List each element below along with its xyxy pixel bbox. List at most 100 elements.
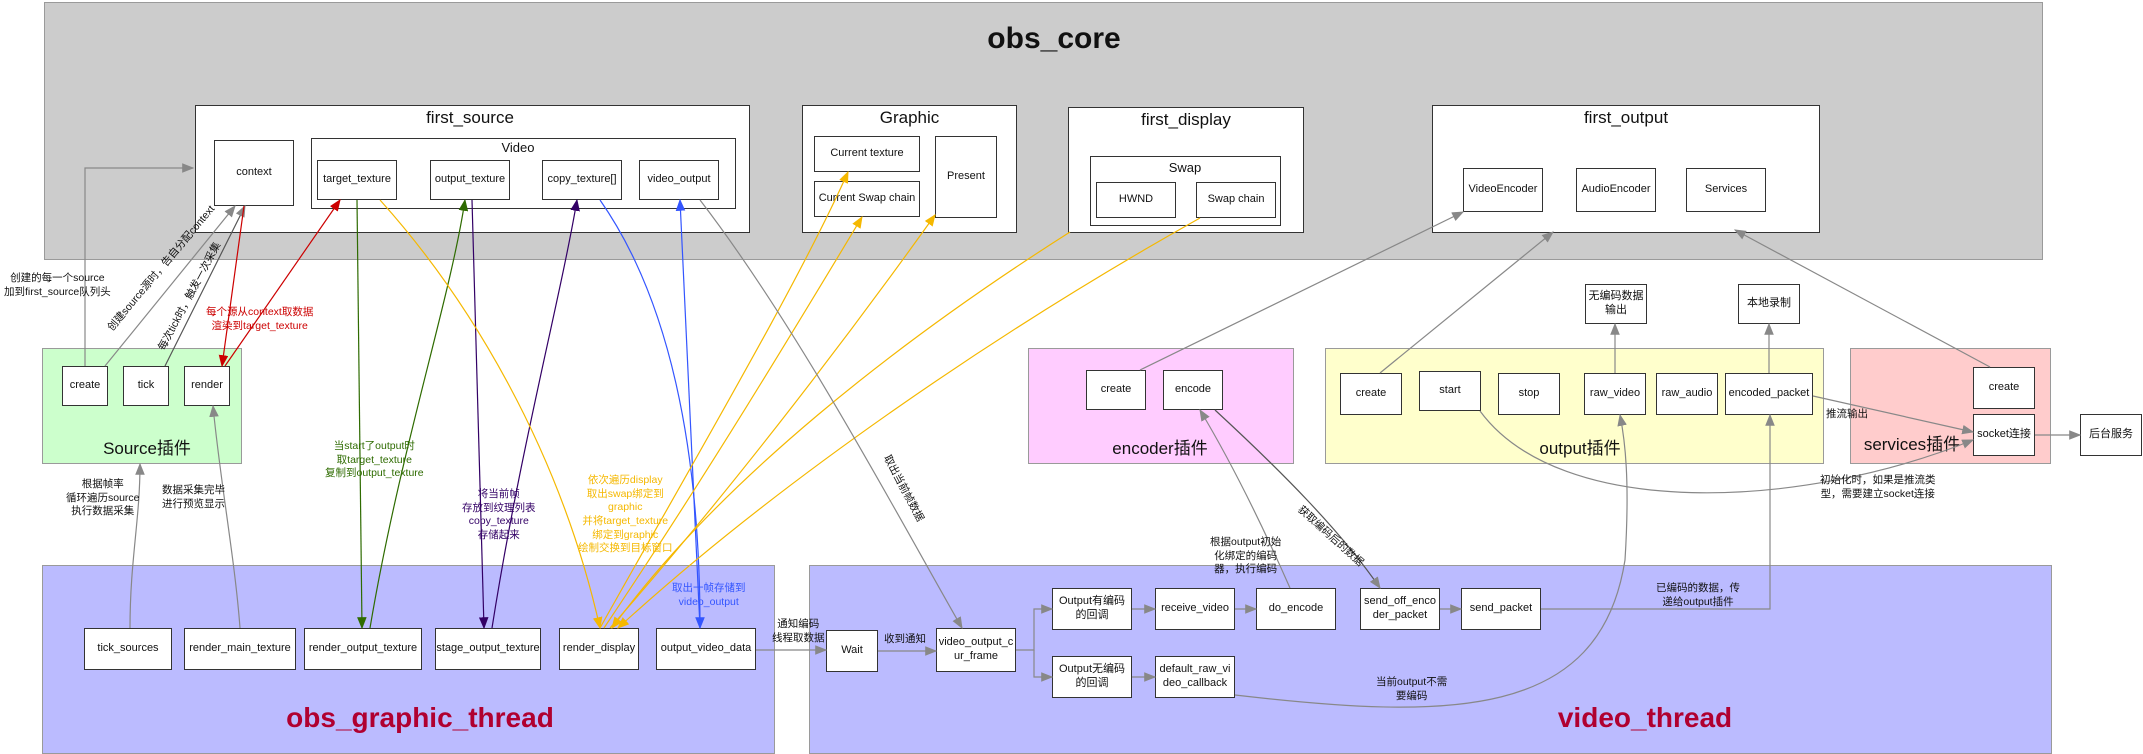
cur-frame-line1: video_output_c xyxy=(938,636,1014,649)
no-encode-callback-box[interactable]: Output无编码 的回调 xyxy=(1052,656,1132,698)
copy-texture-box[interactable]: copy_texture[] xyxy=(542,160,622,200)
label-take-store-1: 取出一帧存储到 xyxy=(672,582,746,594)
source-create-box[interactable]: create xyxy=(62,366,108,406)
hwnd-box[interactable]: HWND xyxy=(1096,182,1176,218)
send-off-encoder-packet-box[interactable]: send_off_enco der_packet xyxy=(1360,588,1440,630)
no-encode-output-line2: 输出 xyxy=(1605,304,1627,316)
label-pass-output-1: 已编码的数据，传 xyxy=(1656,582,1740,594)
label-pass-output: 已编码的数据，传 递给output插件 xyxy=(1656,582,1740,609)
services-create-box[interactable]: create xyxy=(1973,367,2035,409)
label-notify-encode: 通知编码 线程取数据 xyxy=(772,618,825,645)
encoder-encode-box[interactable]: encode xyxy=(1163,370,1223,410)
obs-core-title: obs_core xyxy=(987,22,1121,55)
services-plugin-title: services插件 xyxy=(1863,435,1961,454)
do-encode-box[interactable]: do_encode xyxy=(1256,588,1336,630)
video-encoder-box[interactable]: VideoEncoder xyxy=(1463,168,1543,212)
default-raw-line1: default_raw_vi xyxy=(1159,663,1231,676)
output-video-data-box[interactable]: output_video_data xyxy=(656,628,756,670)
video-output-cur-frame-box[interactable]: video_output_c ur_frame xyxy=(936,628,1016,672)
send-packet-box[interactable]: send_packet xyxy=(1461,588,1541,630)
video-output-box[interactable]: video_output xyxy=(639,160,719,200)
arrow-stage-to-copy-texture xyxy=(491,198,580,629)
output-stop-box[interactable]: stop xyxy=(1498,373,1560,415)
graphic-title: Graphic xyxy=(879,108,940,127)
label-init-bind-3: 器，执行编码 xyxy=(1214,563,1278,576)
obs-graphic-thread-title: obs_graphic_thread xyxy=(286,702,554,733)
label-store-frame-1: 将当前帧 xyxy=(477,488,520,500)
label-fps-loop-3: 执行数据采集 xyxy=(71,505,135,518)
socket-connection-box[interactable]: socket连接 xyxy=(1973,414,2035,456)
label-init-socket-2: 型，需要建立socket连接 xyxy=(1820,487,1935,500)
swap-subpanel-title: Swap xyxy=(1168,160,1202,175)
arrow-output-texture-to-stage xyxy=(471,199,489,630)
context-box[interactable]: context xyxy=(214,140,294,206)
arrow-output-video-data-to-video-output xyxy=(675,198,701,629)
label-display-loop-4: 并将target_texture xyxy=(582,514,669,527)
swap-chain-box[interactable]: Swap chain xyxy=(1196,182,1276,218)
label-recv-notify: 收到通知 xyxy=(884,633,926,647)
tick-sources-box[interactable]: tick_sources xyxy=(84,628,172,670)
label-copy-start: 当start了output时 取target_texture 复制到output… xyxy=(325,440,424,481)
source-plugin-title: Source插件 xyxy=(103,439,191,458)
output-raw-video-box[interactable]: raw_video xyxy=(1584,373,1646,415)
output-create-box[interactable]: create xyxy=(1340,373,1402,415)
output-start-box[interactable]: start xyxy=(1419,371,1481,411)
backend-service-box[interactable]: 后台服务 xyxy=(2080,414,2142,456)
first-source-title: first_source xyxy=(426,108,514,127)
send-off-line2: der_packet xyxy=(1372,609,1428,621)
arrow-render-output-to-output-texture xyxy=(369,198,469,629)
render-output-texture-box[interactable]: render_output_texture xyxy=(304,628,422,670)
local-record-box[interactable]: 本地录制 xyxy=(1738,284,1800,324)
label-take-current: 取出当前帧数据 xyxy=(879,453,926,524)
label-copy-start-3: 复制到output_texture xyxy=(325,467,424,480)
label-pass-output-2: 递给output插件 xyxy=(1662,595,1734,608)
label-get-encoded-1: 获取编码后的数据 xyxy=(1295,503,1366,569)
stage-output-texture-box[interactable]: stage_output_texture xyxy=(435,628,541,670)
target-texture-box[interactable]: target_texture xyxy=(317,160,397,200)
label-init-bind-1: 根据output初始 xyxy=(1210,536,1282,548)
cur-frame-line2: ur_frame xyxy=(953,650,999,662)
output-texture-box[interactable]: output_texture xyxy=(430,160,510,200)
has-encode-line2: 的回调 xyxy=(1075,609,1109,621)
output-encoded-packet-box[interactable]: encoded_packet xyxy=(1725,373,1813,415)
audio-encoder-box[interactable]: AudioEncoder xyxy=(1576,168,1656,212)
label-collect-done: 数据采集完毕 进行预览显示 xyxy=(162,484,225,511)
label-create-source-1: 创建的每一个source xyxy=(10,272,105,284)
render-display-box[interactable]: render_display xyxy=(559,628,639,670)
no-encode-output-box[interactable]: 无编码数据 输出 xyxy=(1585,284,1647,324)
source-render-box[interactable]: render xyxy=(184,366,230,406)
current-swap-chain-box[interactable]: Current Swap chain xyxy=(814,181,920,217)
no-encode-output-line1: 无编码数据 xyxy=(1588,290,1644,303)
has-encode-callback-box[interactable]: Output有编码 的回调 xyxy=(1052,588,1132,630)
arrow-target-to-render-display xyxy=(379,199,603,630)
label-no-need-encode-1: 当前output不需 xyxy=(1376,676,1448,688)
no-encode-line1: Output无编码 xyxy=(1058,663,1126,676)
receive-video-box[interactable]: receive_video xyxy=(1155,588,1235,630)
video-subpanel-title: Video xyxy=(501,140,535,155)
default-raw-line2: deo_callback xyxy=(1162,677,1228,689)
label-create-source: 创建的每一个source 加到first_source队列头 xyxy=(4,272,111,299)
source-tick-box[interactable]: tick xyxy=(123,366,169,406)
label-take-store: 取出一帧存储到 video_output xyxy=(672,582,746,609)
current-texture-box[interactable]: Current texture xyxy=(814,136,920,172)
label-init-socket-1: 初始化时，如果是推流类 xyxy=(1820,474,1936,486)
label-init-bind: 根据output初始 化绑定的编码 器，执行编码 xyxy=(1210,536,1281,577)
label-init-socket: 初始化时，如果是推流类 型，需要建立socket连接 xyxy=(1820,474,1936,501)
arrow-video-output-to-cur-frame xyxy=(699,199,963,630)
no-encode-line2: 的回调 xyxy=(1075,677,1109,689)
label-push-out: 推流输出 xyxy=(1826,408,1868,422)
label-display-loop-6: 绘制交换到目标窗口 xyxy=(578,542,673,555)
render-main-texture-box[interactable]: render_main_texture xyxy=(184,628,296,670)
label-store-frame-3: copy_texture xyxy=(468,515,529,528)
services-box[interactable]: Services xyxy=(1686,168,1766,212)
label-store-frame-4: 存储起来 xyxy=(477,528,520,541)
arrow-copy-texture-to-output-video-data xyxy=(599,199,705,630)
label-display-loop-3: graphic xyxy=(608,501,643,514)
video-thread-title: video_thread xyxy=(1557,702,1733,733)
present-box[interactable]: Present xyxy=(935,136,997,218)
wait-box[interactable]: Wait xyxy=(826,630,878,672)
output-raw-audio-box[interactable]: raw_audio xyxy=(1656,373,1718,415)
label-collect-done-2: 进行预览显示 xyxy=(162,497,225,510)
default-raw-video-callback-box[interactable]: default_raw_vi deo_callback xyxy=(1155,656,1235,698)
encoder-create-box[interactable]: create xyxy=(1086,370,1146,410)
